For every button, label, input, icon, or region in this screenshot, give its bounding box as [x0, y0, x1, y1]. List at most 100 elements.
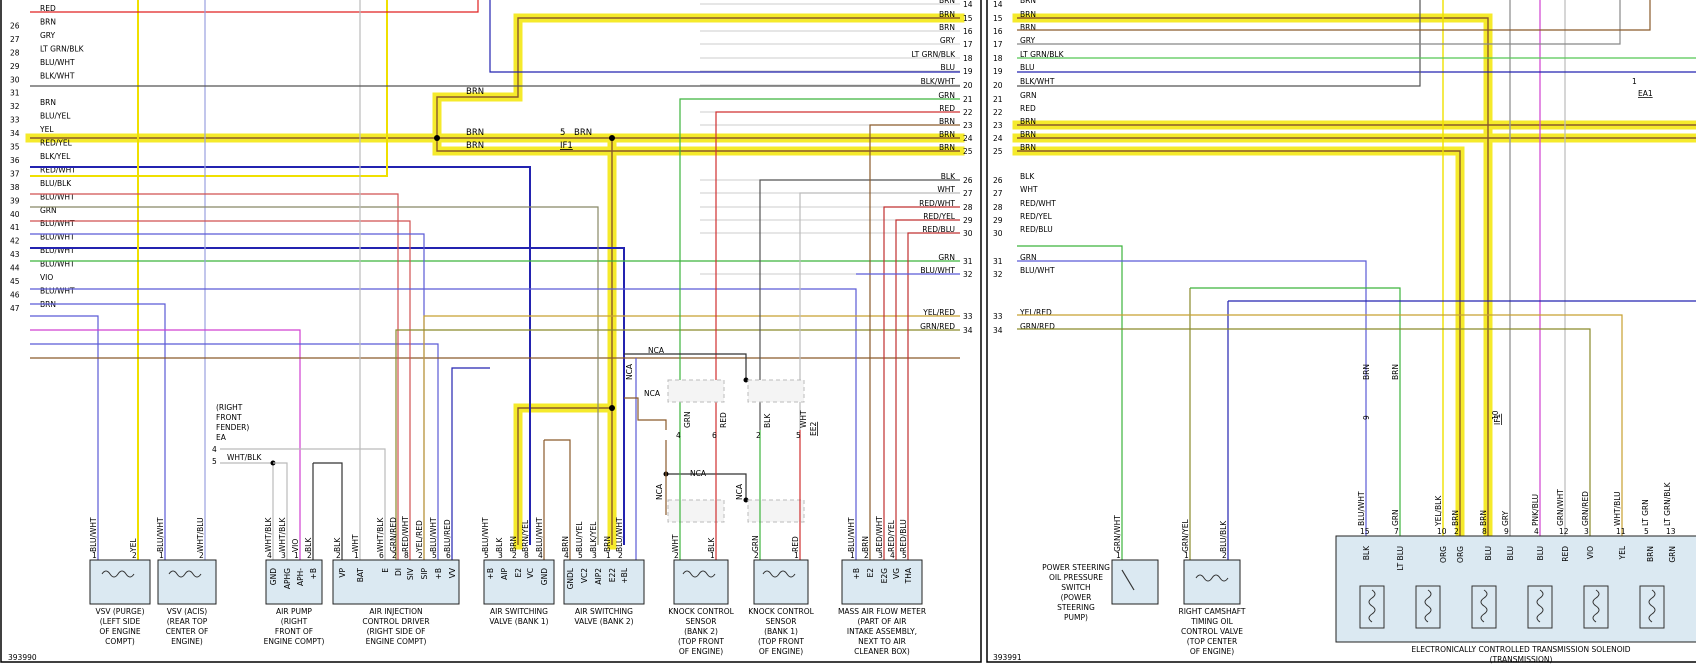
wire-color-label: BRN/YEL: [521, 519, 530, 552]
svg-text:8: 8: [1482, 527, 1487, 536]
right-wire-pin: 15: [963, 14, 973, 23]
component-label: (REAR TOP: [167, 617, 208, 626]
left-wire-pin: 30: [10, 75, 20, 84]
terminal-label: BAT: [356, 568, 365, 583]
rp-wire-pin: 32: [993, 270, 1003, 279]
terminal-label: +B: [434, 568, 443, 579]
terminal-label: AIP: [500, 568, 509, 580]
component-label: AIR SWITCHING: [575, 607, 633, 616]
rp-wire-label: BRN: [1020, 0, 1036, 5]
svg-text:SWITCH: SWITCH: [1061, 583, 1090, 592]
component-label: CONTROL DRIVER: [362, 617, 429, 626]
fender-connector: (RIGHT FRONT FENDER) EA 4 5 WHT/BLK: [212, 403, 386, 560]
wire-color-label: GRN/RED: [389, 517, 398, 552]
component-label: AIR INJECTION: [369, 607, 422, 616]
rp-wire-label: BRN: [1020, 23, 1036, 32]
right-wire-label: BRN: [939, 0, 955, 5]
svg-text:OIL PRESSURE: OIL PRESSURE: [1049, 573, 1103, 582]
blk-yel-drop: [30, 206, 599, 545]
svg-text:LT BLU: LT BLU: [1396, 546, 1405, 571]
pin-number: 2: [418, 551, 423, 560]
asv-bank1: 5BLU/WHT+B3BLKAIP2BRNE28BRN/YELVC4BLU/WH…: [481, 517, 555, 626]
left-wire-pin: 45: [10, 277, 20, 286]
blu-wht-43-drop: [30, 303, 166, 560]
yel-red-drop: [423, 315, 960, 560]
rp-wire-label: WHT: [1020, 185, 1038, 194]
coil-icon: [762, 570, 796, 578]
terminal-label: E2: [514, 568, 523, 578]
right-wire-pin: 28: [963, 203, 973, 212]
right-wire-label: GRN/RED: [920, 322, 955, 331]
left-wire-pin: 27: [10, 35, 20, 44]
right-wire-pin: 18: [963, 54, 973, 63]
left-wire-pin: 29: [10, 62, 20, 71]
component-label: VSV (PURGE): [95, 607, 144, 616]
right-wire-pin: 24: [963, 134, 973, 143]
rp-wire-pin: 31: [993, 257, 1003, 266]
left-wire-pin: 41: [10, 223, 20, 232]
svg-text:TIMING OIL: TIMING OIL: [1190, 617, 1233, 626]
right-highlight: [1012, 13, 1696, 565]
blu-wht-44-drop: [30, 315, 99, 560]
ks-wire-wht: WHT: [799, 410, 808, 428]
pin-number: 4: [267, 551, 272, 560]
pin-number: 5: [484, 551, 489, 560]
ks-bank2-box: [673, 559, 729, 605]
rp-wire-pin: 27: [993, 189, 1003, 198]
component-label: (TOP FRONT: [678, 637, 724, 646]
terminal-label: VC2: [580, 568, 589, 583]
pin-number: 2: [132, 551, 137, 560]
left-wire-label: VIO: [40, 273, 53, 282]
pin-number: 2: [864, 551, 869, 560]
right-wire-label: BRN: [939, 130, 955, 139]
right-wire-label: BRN: [939, 10, 955, 19]
component-label: OF ENGINE: [99, 627, 141, 636]
left-wire-label: BLU/WHT: [40, 192, 75, 201]
svg-text:11: 11: [1616, 527, 1626, 536]
pin-number: 1: [794, 551, 799, 560]
wire-color-label: BLU/WHT: [615, 517, 624, 552]
svg-text:BLU/WHT: BLU/WHT: [1357, 491, 1366, 526]
ks-wire-blk: BLK: [763, 413, 772, 428]
svg-text:2: 2: [1222, 551, 1227, 560]
wire-color-label: BRN: [603, 536, 612, 552]
wire-color-label: BLU/WHT: [429, 517, 438, 552]
wire-color-label: YEL/RED: [415, 520, 424, 553]
svg-text:1: 1: [1116, 551, 1121, 560]
wire-color-label: VIO: [291, 539, 300, 552]
right-wire-label: BLK: [941, 172, 956, 181]
splice-1: [434, 135, 440, 141]
right-wire-label: BLU/WHT: [920, 266, 955, 275]
pin-number: 3: [281, 551, 286, 560]
left-wire-pin: 46: [10, 290, 20, 299]
rp-wire-label: GRN: [1020, 91, 1037, 100]
svg-text:ORG: ORG: [1439, 546, 1448, 563]
left-wire-label: LT GRN/BLK: [40, 44, 85, 53]
component-label: COMPT): [105, 637, 135, 646]
component-label: (LEFT SIDE: [100, 617, 141, 626]
wire-color-label: BLU/WHT: [535, 517, 544, 552]
svg-text:BLU/BLK: BLU/BLK: [1219, 520, 1228, 552]
terminal-label: +B: [852, 568, 861, 579]
component-label: AIR PUMP: [276, 607, 312, 616]
rp-wire-label: BLU: [1020, 63, 1034, 72]
component-label: VALVE (BANK 1): [489, 617, 548, 626]
pin-number: 1: [354, 551, 359, 560]
rp-wire-pin: 19: [993, 67, 1003, 76]
blu-19: [489, 0, 960, 73]
nca-label-3: NCA: [690, 469, 707, 478]
svg-text:(POWER: (POWER: [1061, 593, 1092, 602]
pin-number: 2: [618, 551, 623, 560]
terminal-label: E: [381, 568, 390, 573]
left-wire-pin: 42: [10, 237, 20, 246]
right-wire-pin: 14: [963, 0, 973, 9]
nca-label-2: NCA: [644, 389, 661, 398]
rp-wire-label: BRN: [1020, 10, 1036, 19]
wire-color-label: YEL: [129, 538, 138, 553]
svg-text:10: 10: [1437, 527, 1447, 536]
